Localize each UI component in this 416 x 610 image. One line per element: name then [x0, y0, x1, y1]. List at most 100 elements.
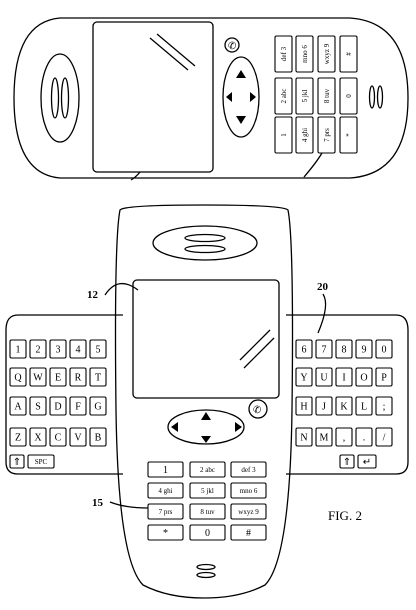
left-keyboard-key-5[interactable]: 5	[89, 339, 107, 359]
left-keyboard-key-B[interactable]: B	[89, 427, 107, 447]
keypad-key-0[interactable]: 1	[147, 461, 184, 478]
nav-down-arrow-icon[interactable]	[201, 436, 211, 443]
left-keyboard-space-key[interactable]: SPC	[27, 454, 55, 469]
nav-up-arrow-icon[interactable]	[236, 70, 246, 78]
keypad-key-1[interactable]: 2 abc	[189, 461, 226, 478]
keypad-key-2[interactable]: def 3	[230, 461, 267, 478]
left-keyboard-key-C[interactable]: C	[49, 427, 67, 447]
right-keyboard-key-O[interactable]: O	[355, 367, 373, 387]
left-keyboard-key-A[interactable]: A	[9, 396, 27, 416]
right-keyboard-key-6[interactable]: 6	[295, 339, 313, 359]
top-key-6[interactable]: 7 prs	[317, 116, 336, 154]
right-keyboard-key-/[interactable]: /	[375, 427, 393, 447]
right-keyboard-key-I-outline	[335, 367, 353, 387]
keypad-key-11[interactable]: #	[230, 524, 267, 541]
top-key-9[interactable]: *	[339, 116, 358, 154]
left-keyboard-key-G[interactable]: G	[89, 396, 107, 416]
top-call-button[interactable]	[224, 37, 240, 53]
top-key-0-outline	[274, 116, 293, 154]
nav-down-arrow-icon[interactable]	[236, 116, 246, 124]
keypad-key-7[interactable]: 8 tuv	[189, 503, 226, 520]
nav-right-arrow-icon[interactable]	[250, 92, 256, 102]
left-keyboard-key-Q-outline	[9, 367, 27, 387]
top-key-5[interactable]: mno 6	[295, 35, 314, 73]
bottom-earpiece-ring	[152, 225, 258, 261]
nav-up-arrow-icon[interactable]	[201, 412, 211, 420]
left-keyboard-key-E[interactable]: E	[49, 367, 67, 387]
keypad-key-2-outline	[230, 461, 267, 478]
left-keyboard-key-Q[interactable]: Q	[9, 367, 27, 387]
keypad-key-6[interactable]: 7 prs	[147, 503, 184, 520]
right-keyboard-key-7-outline	[315, 339, 333, 359]
right-keyboard-key-U[interactable]: U	[315, 367, 333, 387]
top-key-10[interactable]: 0	[339, 77, 358, 115]
top-nav-pad[interactable]	[222, 56, 260, 138]
left-keyboard-key-B-label: B	[95, 433, 102, 444]
keypad-key-10[interactable]: 0	[189, 524, 226, 541]
right-keyboard-key-.[interactable]: .	[355, 427, 373, 447]
right-keyboard-key-8[interactable]: 8	[335, 339, 353, 359]
top-key-2[interactable]: def 3	[274, 35, 293, 73]
right-keyboard-key-I[interactable]: I	[335, 367, 353, 387]
right-keyboard-key-P[interactable]: P	[375, 367, 393, 387]
keypad-key-3-outline	[147, 482, 184, 499]
left-keyboard-shift-key[interactable]: ⇑	[9, 454, 25, 469]
top-key-11[interactable]: #	[339, 35, 358, 73]
top-key-7[interactable]: 8 tuv	[317, 77, 336, 115]
left-keyboard-key-F[interactable]: F	[69, 396, 87, 416]
left-keyboard-key-2[interactable]: 2	[29, 339, 47, 359]
left-keyboard-key-X[interactable]: X	[29, 427, 47, 447]
right-keyboard-key-N[interactable]: N	[295, 427, 313, 447]
right-keyboard-key-0-label: 0	[382, 345, 387, 356]
left-keyboard-key-Q-label: Q	[14, 373, 22, 384]
left-keyboard-key-3[interactable]: 3	[49, 339, 67, 359]
right-keyboard-key-9[interactable]: 9	[355, 339, 373, 359]
top-key-3-outline	[295, 116, 314, 154]
right-keyboard-key-0[interactable]: 0	[375, 339, 393, 359]
right-keyboard-key-Y[interactable]: Y	[295, 367, 313, 387]
left-keyboard-key-A-outline	[9, 396, 27, 416]
right-keyboard-enter-key[interactable]: ↵	[357, 454, 377, 469]
left-keyboard-key-W[interactable]: W	[29, 367, 47, 387]
left-keyboard-key-S[interactable]: S	[29, 396, 47, 416]
nav-right-arrow-icon[interactable]	[235, 422, 242, 432]
top-key-0-label: 1	[280, 133, 288, 137]
bottom-nav-pad[interactable]	[167, 409, 245, 445]
right-keyboard-key-H[interactable]: H	[295, 396, 313, 416]
top-key-8[interactable]: wxyz 9	[317, 35, 336, 73]
left-keyboard-key-Z[interactable]: Z	[9, 427, 27, 447]
top-key-1[interactable]: 2 abc	[274, 77, 293, 115]
top-key-4[interactable]: 5 jkl	[295, 77, 314, 115]
top-key-3[interactable]: 4 ghi	[295, 116, 314, 154]
left-keyboard-key-D[interactable]: D	[49, 396, 67, 416]
nav-left-arrow-icon[interactable]	[171, 422, 178, 432]
keypad-key-3[interactable]: 4 ghi	[147, 482, 184, 499]
left-keyboard-key-1[interactable]: 1	[9, 339, 27, 359]
keypad-key-9[interactable]: *	[147, 524, 184, 541]
left-keyboard-key-4[interactable]: 4	[69, 339, 87, 359]
keypad-key-4-label: 5 jkl	[201, 487, 214, 495]
right-keyboard-shift-key[interactable]: ⇑	[339, 454, 355, 469]
right-keyboard-key-7[interactable]: 7	[315, 339, 333, 359]
right-keyboard-key-,[interactable]: ,	[335, 427, 353, 447]
right-keyboard-key-K[interactable]: K	[335, 396, 353, 416]
nav-left-arrow-icon[interactable]	[226, 92, 232, 102]
right-keyboard-key-L[interactable]: L	[355, 396, 373, 416]
keypad-key-8[interactable]: wxyz 9	[230, 503, 267, 520]
top-speaker-slot	[376, 85, 384, 109]
right-keyboard-key-J[interactable]: J	[315, 396, 333, 416]
keypad-key-4[interactable]: 5 jkl	[189, 482, 226, 499]
right-keyboard-key-M[interactable]: M	[315, 427, 333, 447]
top-phone-body	[13, 17, 409, 179]
top-key-9-outline	[339, 116, 358, 154]
right-keyboard-key-/-outline	[375, 427, 393, 447]
bottom-call-button[interactable]	[248, 399, 268, 419]
left-keyboard-key-V[interactable]: V	[69, 427, 87, 447]
top-key-0[interactable]: 1	[274, 116, 293, 154]
left-keyboard-key-T[interactable]: T	[89, 367, 107, 387]
right-keyboard-key-;-outline	[375, 396, 393, 416]
keypad-key-5[interactable]: mno 6	[230, 482, 267, 499]
right-keyboard-key-;[interactable]: ;	[375, 396, 393, 416]
left-keyboard-key-R[interactable]: R	[69, 367, 87, 387]
right-keyboard-key-N-label: N	[300, 433, 307, 444]
